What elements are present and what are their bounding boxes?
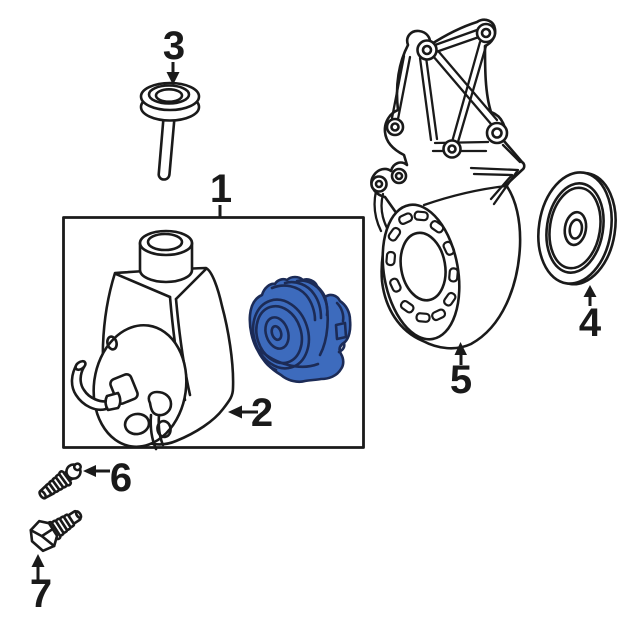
pump-outlet-line-2 [157, 413, 165, 447]
stud-head-nub [72, 462, 82, 472]
callouts: 1 2 3 4 5 6 7 [30, 24, 602, 616]
cap-inner-hole [154, 88, 184, 104]
callout-2-label: 2 [251, 391, 273, 435]
filler-neck-opening [146, 232, 184, 252]
callout-5-label: 5 [450, 358, 472, 402]
bolt-hex-facets [29, 527, 56, 548]
part-pulley [537, 171, 617, 286]
callout-4: 4 [579, 285, 602, 345]
callout-4-label: 4 [579, 301, 602, 345]
callout-1: 1 [210, 167, 232, 217]
pump-outlet-fitting [147, 390, 173, 417]
part-reservoir-cap-dipstick [139, 81, 201, 181]
highlight-pump-details [251, 279, 348, 372]
part-hex-bolt [29, 509, 83, 553]
bracket-drum-face [381, 203, 461, 341]
part-stud-bolt [38, 462, 82, 500]
stud-tip-cap [38, 489, 47, 500]
pump-face-hole-right [156, 419, 172, 439]
pulley-center-hole [568, 218, 584, 240]
bracket-braces [373, 28, 522, 233]
callout-3-arrowhead [166, 72, 180, 85]
dipstick-stem [157, 110, 177, 181]
callout-7-arrowhead [31, 554, 45, 567]
callout-6-label: 6 [110, 456, 132, 500]
callout-6: 6 [83, 456, 132, 500]
cap-inner-ring [147, 84, 191, 105]
callout-1-label: 1 [210, 167, 232, 211]
callout-4-arrowhead [583, 285, 597, 297]
pump-outlet-line-1 [149, 413, 158, 451]
pump-hose-end [74, 359, 87, 372]
callout-3-label: 3 [163, 24, 185, 68]
pulley-ring-1 [545, 182, 605, 274]
callout-5: 5 [450, 342, 472, 402]
callout-5-arrowhead [454, 342, 467, 355]
drum-slots [385, 210, 459, 323]
callout-2: 2 [228, 391, 273, 435]
callout-6-arrowhead [83, 465, 96, 477]
reservoir-edge-2 [174, 297, 192, 397]
bolt-rib [62, 513, 76, 529]
callout-7: 7 [30, 554, 52, 616]
callout-7-label: 7 [30, 572, 52, 616]
pump-face-hole-top [106, 335, 118, 351]
pulley-hub [563, 210, 588, 247]
callout-3: 3 [163, 24, 185, 85]
pump-face [92, 323, 188, 449]
part-pump-highlighted [248, 275, 352, 384]
callout-2-arrowhead [228, 405, 242, 419]
pulley-ring-2 [548, 186, 602, 270]
pump-inlet-fitting [104, 391, 122, 412]
pump-face-hole-left [123, 412, 151, 436]
part-pump-reservoir-drawing [70, 229, 235, 451]
bolt-tip-cap [74, 510, 83, 520]
bracket-bolt-bosses [370, 22, 509, 193]
part-mounting-bracket [370, 18, 526, 350]
reservoir-crease-left [114, 272, 172, 299]
reservoir-crease-right [174, 267, 208, 301]
